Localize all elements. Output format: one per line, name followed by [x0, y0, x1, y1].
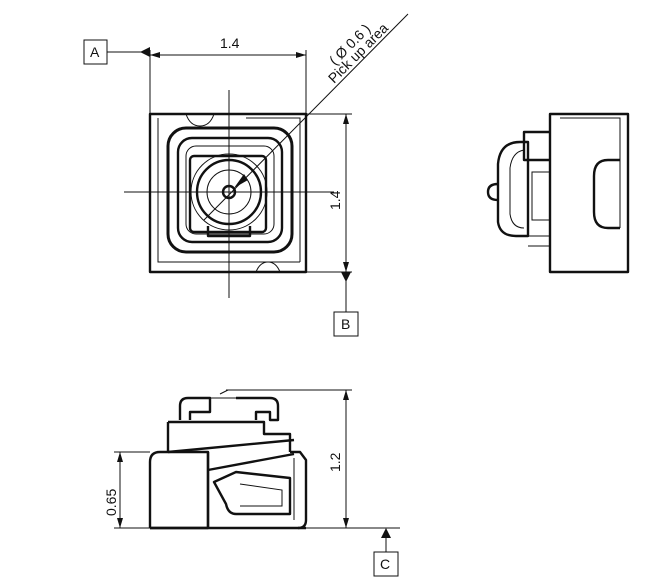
dim-top-width-arrow-left — [150, 52, 160, 58]
dim-body-height-arrow-bottom — [117, 518, 123, 528]
datum-a-label: A — [90, 44, 100, 60]
top-view: ( Ø 0.6 ) Pick up area 1.4 A 1.4 B — [83, 13, 409, 337]
front-view-body-right — [150, 452, 210, 530]
side-view-bump — [592, 158, 620, 230]
front-view-lens-inner — [239, 483, 283, 507]
top-view-inner-frame — [157, 118, 300, 263]
top-view-housing-core — [185, 145, 275, 235]
dim-side-height-arrow-bottom — [343, 518, 349, 528]
dim-body-height-arrow-top — [117, 452, 123, 462]
top-view-notch-top — [185, 113, 215, 127]
front-view-cap-top — [210, 389, 236, 399]
dim-top-width-arrow-right — [296, 52, 306, 58]
dim-top-height-arrow-top — [343, 114, 349, 124]
side-view-inner-edge — [560, 117, 621, 228]
top-view-housing-outer — [166, 126, 294, 254]
top-view-notch-bottom — [255, 261, 281, 273]
dim-body-height-label: 0.65 — [103, 489, 119, 516]
side-view-lens-inner — [509, 149, 525, 229]
top-view-lens-square — [188, 154, 268, 234]
front-view-lens-body — [212, 470, 292, 516]
pickup-arrow — [234, 174, 248, 188]
datum-b-label: B — [341, 316, 350, 332]
datum-c-triangle — [381, 528, 391, 538]
dim-side-height-arrow-top — [343, 390, 349, 400]
datum-c-box — [373, 551, 399, 577]
front-side-view: 1.2 0.65 C — [103, 389, 400, 577]
datum-a-triangle — [140, 47, 150, 57]
front-view-cap — [178, 396, 212, 420]
dim-top-height-label: 1.4 — [327, 190, 343, 210]
front-view-housing-top — [166, 420, 292, 452]
top-view-inner-frame-right — [246, 117, 301, 262]
dim-top-width-label: 1.4 — [220, 35, 240, 51]
datum-b-triangle — [341, 272, 351, 282]
front-view-cap-right — [236, 396, 280, 422]
front-view-body — [148, 450, 210, 528]
dim-side-height-label: 1.2 — [327, 452, 343, 472]
front-view-right-frame — [290, 450, 308, 530]
datum-b-box — [333, 311, 359, 337]
top-view-housing-inner — [176, 136, 284, 244]
right-side-view — [486, 112, 630, 274]
side-view-lead — [528, 235, 550, 247]
side-view-lens-cap — [496, 140, 530, 238]
side-view-body — [548, 112, 630, 274]
side-view-lower-edge — [531, 171, 550, 221]
datum-c-label: C — [380, 556, 390, 572]
dim-top-height-arrow-bottom — [343, 262, 349, 272]
side-view-frame — [522, 130, 550, 162]
side-view-nub — [486, 182, 499, 202]
front-view-housing-slant — [167, 438, 295, 472]
